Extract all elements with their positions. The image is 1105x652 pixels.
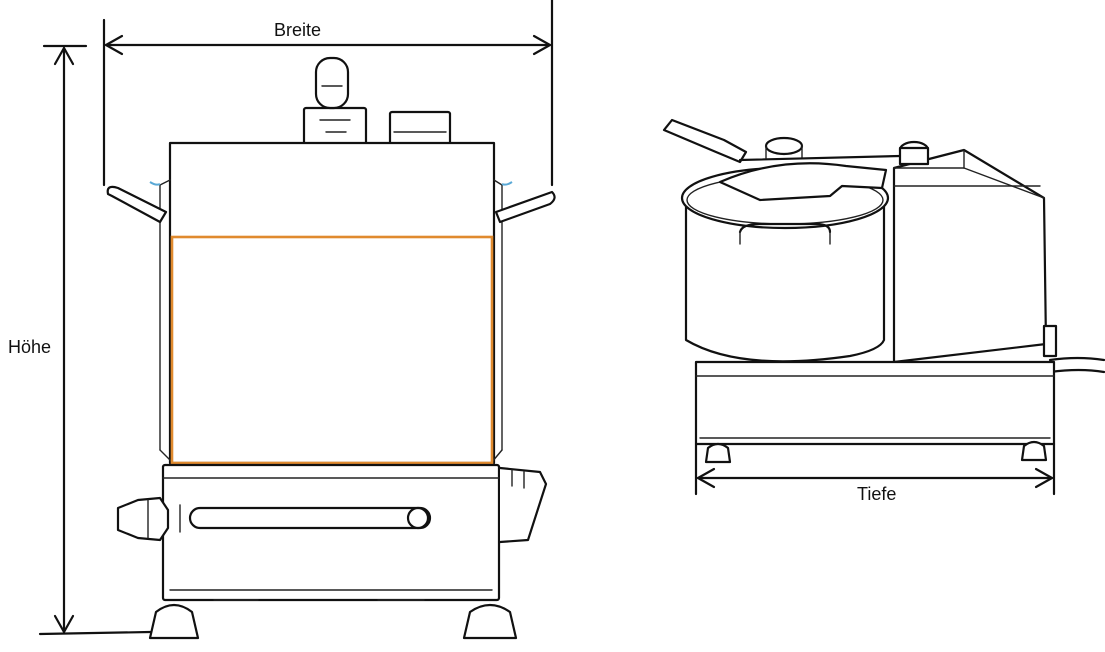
width-label: Breite (274, 20, 322, 40)
motor-housing (892, 148, 1105, 374)
pot-handles (106, 185, 556, 224)
width-dimension (102, 0, 554, 187)
depth-dimension (694, 442, 1056, 496)
side-view (662, 118, 1105, 496)
height-label: Höhe (8, 337, 52, 357)
lid-knob (302, 56, 368, 146)
depth-label: Tiefe (857, 484, 897, 504)
pot-body (149, 141, 513, 465)
side-base (694, 360, 1056, 464)
base-housing (116, 463, 548, 602)
base-feet (148, 599, 518, 640)
front-view (38, 0, 556, 640)
side-pot (662, 118, 930, 363)
height-dimension (38, 44, 152, 636)
control-box (388, 110, 452, 146)
